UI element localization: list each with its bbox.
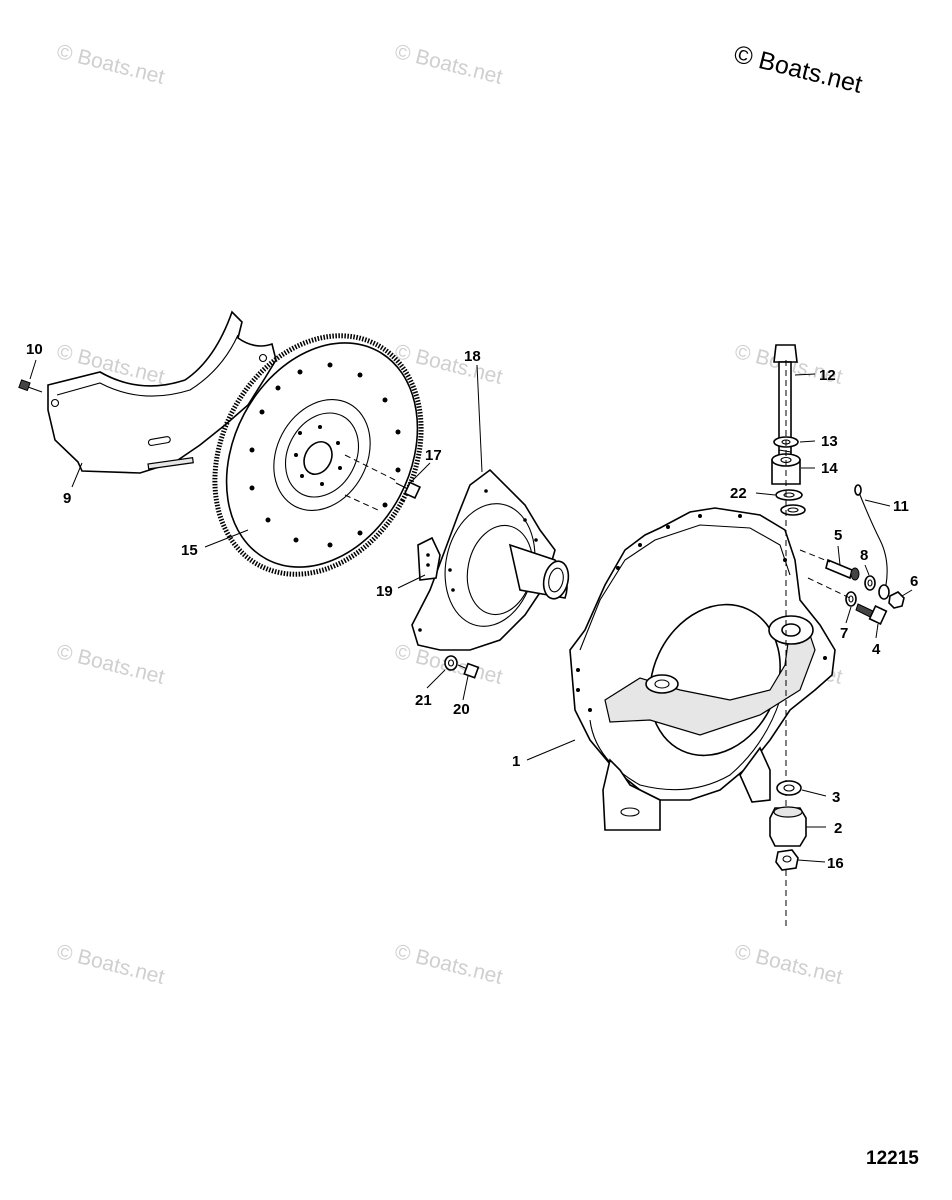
housing-bolt[interactable] [855,603,888,625]
callout-20: 20 [453,701,470,718]
washer[interactable] [444,655,458,671]
diagram-id: 12215 [866,1148,919,1169]
callout-3: 3 [832,789,840,806]
flywheel-housing[interactable] [569,507,836,831]
flywheel[interactable] [175,300,462,611]
callout-4: 4 [872,641,881,658]
callout-1: 1 [512,753,520,770]
lock-washer[interactable] [864,575,876,591]
damper-clip[interactable] [417,536,441,581]
callout-12: 12 [819,367,836,384]
callout-22: 22 [730,485,747,502]
washer-lower-2[interactable] [780,504,806,516]
washer-lower[interactable] [775,489,803,501]
callout-21: 21 [415,692,432,709]
hex-nut[interactable] [888,591,905,609]
flywheel-bolt[interactable] [395,481,422,500]
callout-13: 13 [821,433,838,450]
callout-7: 7 [840,625,848,642]
stud[interactable] [825,558,860,581]
callout-8: 8 [860,547,868,564]
drive-coupler[interactable] [411,468,572,651]
callout-11: 11 [893,498,909,515]
ground-wire[interactable] [854,484,890,600]
coupler-bolt[interactable] [457,662,480,679]
mount-isolator[interactable] [769,806,807,847]
callout-18: 18 [464,348,481,365]
callout-19: 19 [376,583,393,600]
callout-6: 6 [910,573,918,590]
callout-2: 2 [834,820,842,837]
leader-lines [29,359,913,863]
callout-17: 17 [425,447,442,464]
flat-washer[interactable] [845,591,857,607]
callout-9: 9 [63,490,71,507]
callout-5: 5 [834,527,842,544]
callout-10: 10 [26,341,43,358]
spacer[interactable] [771,453,801,485]
mount-washer[interactable] [776,780,802,796]
mount-nut[interactable] [775,849,799,871]
callout-16: 16 [827,855,844,872]
callout-14: 14 [821,460,838,477]
flywheel-cover-plate[interactable] [47,310,277,474]
cover-bolt[interactable] [18,379,43,393]
callout-15: 15 [181,542,198,559]
